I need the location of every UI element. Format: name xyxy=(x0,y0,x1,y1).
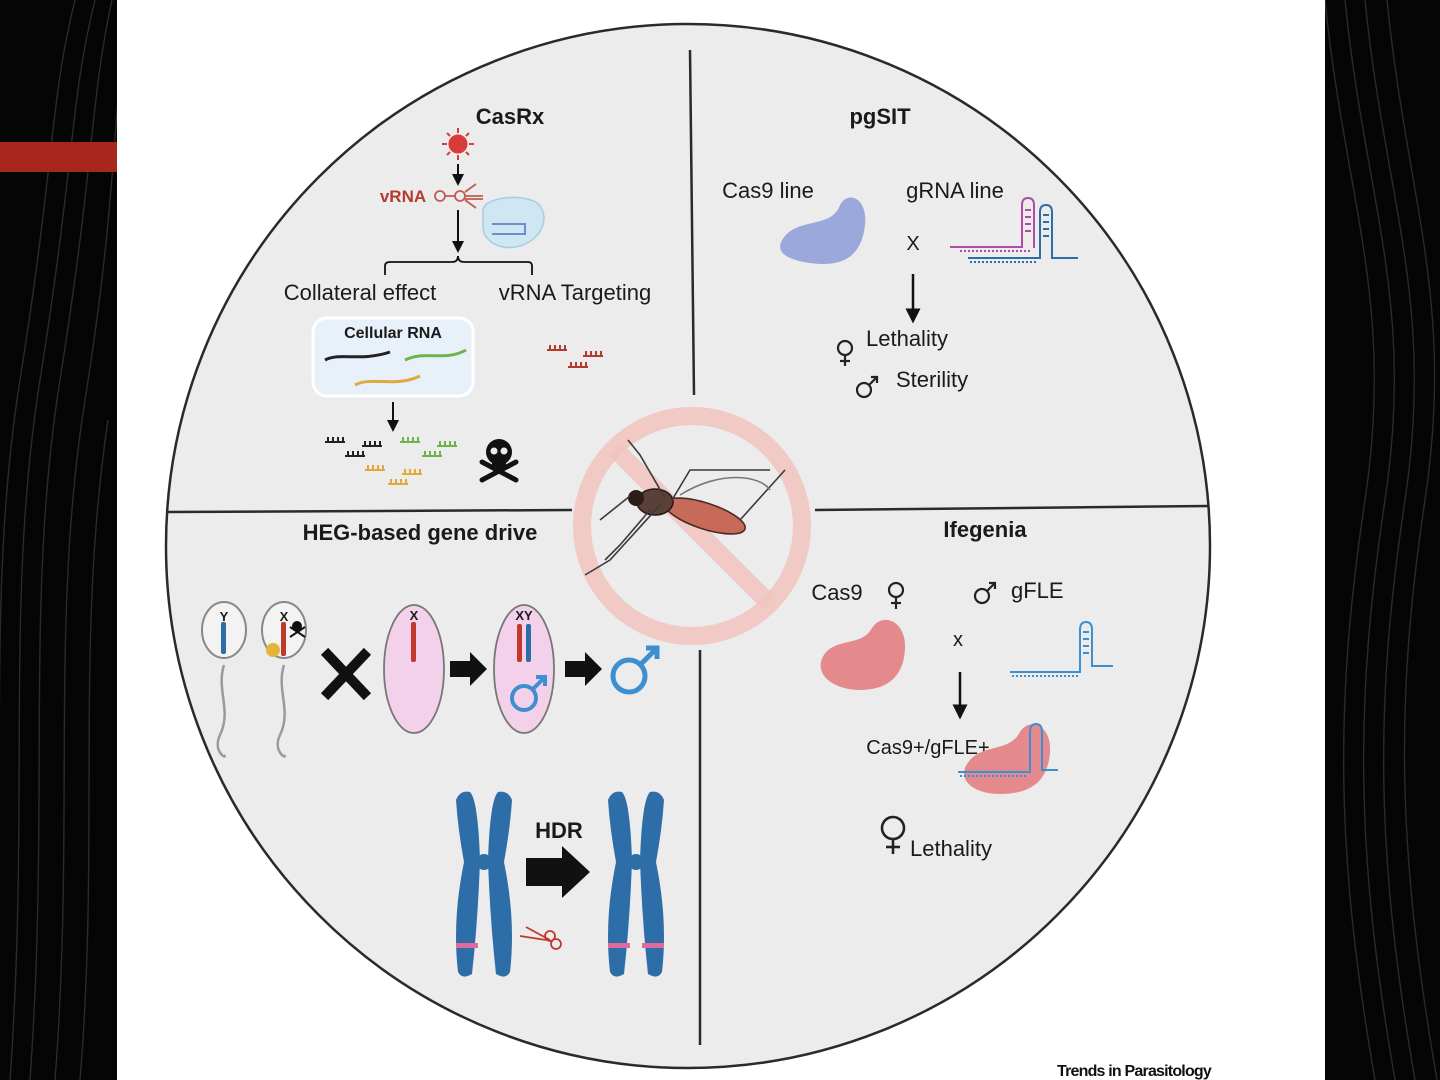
sperm-x-icon: X xyxy=(261,601,307,758)
chromosome-left-icon xyxy=(456,791,512,977)
male-symbol-icon xyxy=(855,375,879,399)
egg-x-label: X xyxy=(410,608,419,623)
grna-construct-icon xyxy=(950,196,1078,263)
cas9-protein-ifegenia xyxy=(820,619,906,690)
cas9-protein-pgsit xyxy=(780,197,866,265)
skull-crossbones-icon xyxy=(479,439,519,483)
ifegenia-cas9-label: Cas9 xyxy=(811,580,862,605)
virus-icon xyxy=(442,128,474,160)
zygote-male-symbol-icon xyxy=(510,675,547,712)
female-symbol-icon xyxy=(836,339,854,366)
right-background-panel xyxy=(1325,0,1440,1080)
casrx-protein-icon xyxy=(482,196,545,249)
cellular-rna-box xyxy=(311,316,475,398)
sperm-x-label: X xyxy=(280,609,289,624)
zygote-x-chromosome xyxy=(517,624,522,662)
gfle-construct-icon xyxy=(1010,620,1113,677)
pgsit-male-outcome: Sterility xyxy=(896,367,968,392)
vrna-label: vRNA xyxy=(380,187,426,206)
slide: CasRx vRNA Collateral effect vRNA Target… xyxy=(117,0,1325,1080)
male-symbol-large-icon xyxy=(610,645,660,695)
egg-x-chromosome xyxy=(411,622,416,662)
zygote-xy-label: XY xyxy=(515,608,533,623)
skull-small-icon xyxy=(289,621,306,638)
cellular-rna-label: Cellular RNA xyxy=(344,325,442,342)
cas9-gfle-complex-icon xyxy=(958,722,1058,794)
hdr-label: HDR xyxy=(535,818,583,843)
vrna-targeting-label: vRNA Targeting xyxy=(499,280,651,305)
ifegenia-gfle-label: gFLE xyxy=(1011,578,1064,603)
ifegenia-outcome-label: Lethality xyxy=(910,836,992,861)
red-accent-bar xyxy=(0,142,117,172)
pgsit-female-outcome: Lethality xyxy=(866,326,948,351)
left-background-panel xyxy=(0,0,117,1080)
vrna-hairpin-icon xyxy=(434,183,483,209)
sperm-y-icon: Y xyxy=(201,601,247,758)
zygote-y-chromosome xyxy=(526,624,531,662)
chromosome-right-icon xyxy=(608,791,664,977)
ifegenia-progeny-label: Cas9+/gFLE+ xyxy=(866,737,989,759)
rna-strands xyxy=(324,348,467,387)
bracket xyxy=(384,255,533,275)
arrow-zygote-to-male xyxy=(565,652,602,686)
mosquito-icon xyxy=(584,439,786,576)
arrow-egg-to-zygote xyxy=(450,652,487,686)
zygote-cell-icon xyxy=(493,604,555,734)
cas9-line-label: Cas9 line xyxy=(722,178,814,203)
ifegenia-cross-label: x xyxy=(953,629,963,651)
scissors-icon xyxy=(519,926,562,950)
ifegenia-female-symbol-icon xyxy=(887,581,905,609)
grna-line-label: gRNA line xyxy=(906,178,1004,203)
pgsit-cross-label: X xyxy=(906,233,919,255)
degraded-rna-fragments xyxy=(325,437,457,485)
collateral-effect-label: Collateral effect xyxy=(284,280,436,305)
figure-diagram: CasRx vRNA Collateral effect vRNA Target… xyxy=(164,22,1213,1080)
journal-credit: Trends in Parasitology xyxy=(1057,1063,1212,1080)
casrx-title: CasRx xyxy=(476,104,545,129)
hdr-arrow xyxy=(526,846,590,898)
cross-x-icon xyxy=(320,647,372,701)
quadrant-dividers xyxy=(166,49,1209,1045)
heg-title: HEG-based gene drive xyxy=(303,520,538,545)
ifegenia-outcome-female-icon xyxy=(880,815,906,854)
sperm-y-label: Y xyxy=(220,609,229,624)
no-mosquito-sign xyxy=(573,407,811,645)
egg-cell-icon xyxy=(383,604,445,734)
ifegenia-male-symbol-icon xyxy=(973,581,997,605)
pgsit-title: pgSIT xyxy=(849,104,911,129)
targeted-vrna-fragments xyxy=(547,345,603,368)
ifegenia-title: Ifegenia xyxy=(943,517,1027,542)
main-circle xyxy=(164,22,1212,1070)
